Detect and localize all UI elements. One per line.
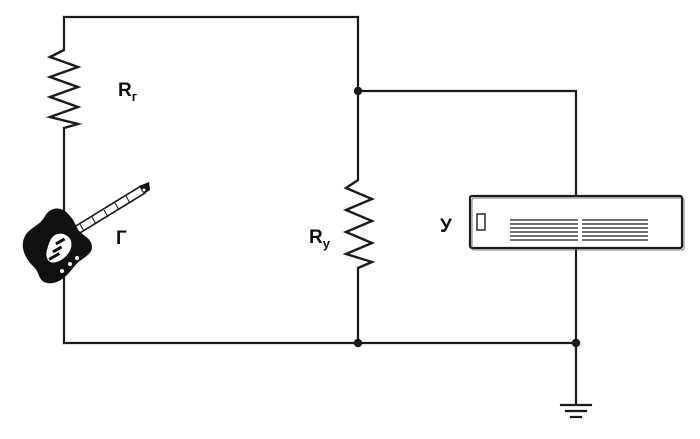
amplifier-power-switch bbox=[476, 213, 486, 231]
amplifier-unit-icon bbox=[468, 194, 685, 251]
load-resistor-label: Rу bbox=[309, 227, 331, 251]
wires bbox=[62, 15, 578, 406]
electric-guitar-icon bbox=[22, 182, 150, 284]
junction-dot-upper bbox=[353, 86, 363, 96]
source-resistor-label: Rг bbox=[118, 80, 138, 104]
amplifier-vent-left bbox=[510, 219, 578, 241]
amplifier-vent-right bbox=[582, 219, 648, 241]
junction-dot-lower-mid bbox=[353, 338, 363, 348]
load-resistor bbox=[342, 179, 376, 270]
generator-label: Г bbox=[116, 228, 127, 249]
wire-right-top bbox=[356, 89, 578, 198]
amplifier-label: У bbox=[440, 216, 452, 237]
junction-dot-lower-right bbox=[571, 338, 581, 348]
source-resistor bbox=[45, 48, 83, 130]
ground-symbol-icon bbox=[559, 403, 593, 419]
